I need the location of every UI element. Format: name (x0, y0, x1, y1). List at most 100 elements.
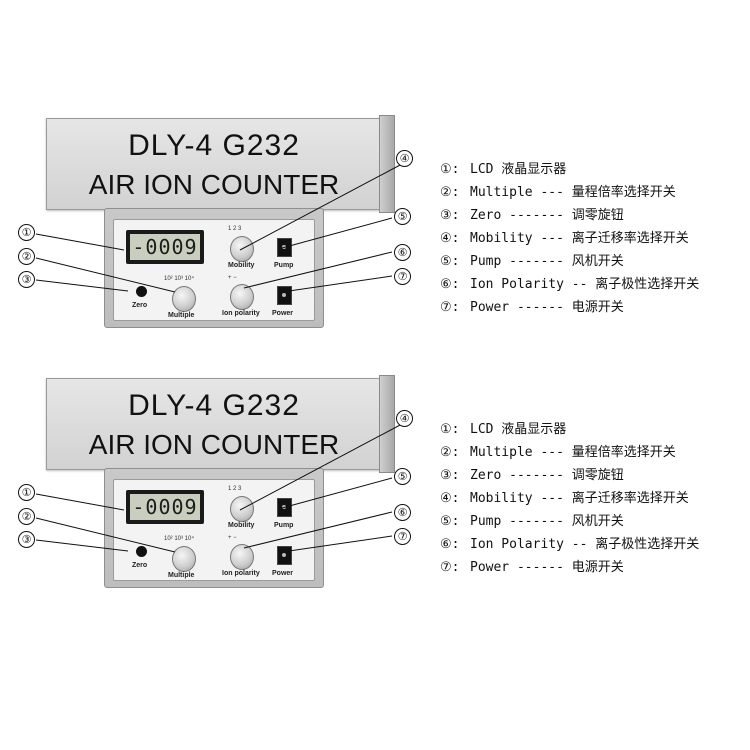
legend-text: Mobility --- 离子迁移率选择开关 (470, 491, 689, 506)
multiple-scale: 10² 10³ 10⁴ (164, 276, 194, 282)
legend-text: Multiple --- 量程倍率选择开关 (470, 445, 676, 460)
model-name: DLY-4 G232 (128, 389, 300, 422)
lcd-reading: -0009 (130, 234, 200, 260)
handle-rail (379, 115, 395, 213)
pump-label: Pump (274, 262, 294, 269)
legend-row: ④: Mobility --- 离子迁移率选择开关 (440, 227, 699, 250)
legend-mark: ①: (440, 422, 460, 437)
zero-knob[interactable] (136, 286, 147, 297)
label-plate: DLY-4 G232 AIR ION COUNTER (46, 115, 395, 213)
zero-label: Zero (132, 302, 148, 309)
handle-rail (379, 375, 395, 473)
ion-polarity-knob[interactable] (230, 544, 254, 570)
legend-text: Mobility --- 离子迁移率选择开关 (470, 231, 689, 246)
callout-7: ⑦ (394, 268, 411, 285)
callout-1: ① (18, 484, 35, 501)
legend-row: ⑤: Pump ------- 风机开关 (440, 510, 699, 533)
legend-mark: ⑥: (440, 277, 460, 292)
callout-3: ③ (18, 271, 35, 288)
legend-text: Ion Polarity -- 离子极性选择开关 (470, 537, 700, 552)
legend-row: ⑥: Ion Polarity -- 离子极性选择开关 (440, 533, 699, 556)
callout-4: ④ (396, 410, 413, 427)
model-name: DLY-4 G232 (128, 129, 300, 162)
legend-text: Pump ------- 风机开关 (470, 254, 624, 269)
callout-6: ⑥ (394, 504, 411, 521)
legend-mark: ④: (440, 491, 460, 506)
legend-text: Ion Polarity -- 离子极性选择开关 (470, 277, 700, 292)
leader-lines (35, 423, 403, 553)
legend-row: ②: Multiple --- 量程倍率选择开关 (440, 441, 699, 464)
zero-label: Zero (132, 562, 148, 569)
zero-knob[interactable] (136, 546, 147, 557)
device-subtitle: AIR ION COUNTER (88, 429, 340, 460)
callout-5: ⑤ (394, 468, 411, 485)
legend-text: LCD 液晶显示器 (470, 162, 567, 177)
legend-mark: ⑤: (440, 514, 460, 529)
multiple-knob[interactable] (172, 286, 196, 312)
callout-1: ① (18, 224, 35, 241)
mobility-label: Mobility (228, 522, 255, 529)
leader-lines (35, 163, 403, 293)
legend-mark: ⑥: (440, 537, 460, 552)
lcd-display: -0009 (126, 230, 204, 264)
mobility-label: Mobility (228, 262, 255, 269)
legend-mark: ①: (440, 162, 460, 177)
legend-mark: ②: (440, 445, 460, 460)
legend-text: LCD 液晶显示器 (470, 422, 567, 437)
multiple-scale: 10² 10³ 10⁴ (164, 536, 194, 542)
pump-label: Pump (274, 522, 294, 529)
legend-text: Power ------ 电源开关 (470, 560, 624, 575)
callout-2: ② (18, 508, 35, 525)
callout-7: ⑦ (394, 528, 411, 545)
legend-row: ⑦: Power ------ 电源开关 (440, 296, 699, 319)
legend-row: ④: Mobility --- 离子迁移率选择开关 (440, 487, 699, 510)
component-legend: ①: LCD 液晶显示器 ②: Multiple --- 量程倍率选择开关 ③: Ze… (440, 158, 699, 319)
power-label: Power (272, 310, 294, 317)
front-panel: -0009 Zero 10² 10³ 10⁴ Multiple 1 2 3 Mo… (113, 219, 315, 321)
callout-2: ② (18, 248, 35, 265)
mobility-scale: 1 2 3 (228, 486, 242, 492)
legend-row: ③: Zero ------- 调零旋钮 (440, 204, 699, 227)
callout-3: ③ (18, 531, 35, 548)
callout-4: ④ (396, 150, 413, 167)
multiple-label: Multiple (168, 572, 195, 579)
legend-mark: ④: (440, 231, 460, 246)
lcd-display: -0009 (126, 490, 204, 524)
legend-row: ①: LCD 液晶显示器 (440, 418, 699, 441)
legend-mark: ③: (440, 468, 460, 483)
legend-mark: ⑦: (440, 560, 460, 575)
ion-polarity-knob[interactable] (230, 284, 254, 310)
legend-row: ⑦: Power ------ 电源开关 (440, 556, 699, 579)
front-panel: -0009 Zero 10² 10³ 10⁴ Multiple 1 2 3 Mo… (113, 479, 315, 581)
legend-text: Zero ------- 调零旋钮 (470, 208, 624, 223)
legend-text: Multiple --- 量程倍率选择开关 (470, 185, 676, 200)
callout-6: ⑥ (394, 244, 411, 261)
multiple-label: Multiple (168, 312, 195, 319)
mobility-knob[interactable] (230, 236, 254, 262)
legend-mark: ⑦: (440, 300, 460, 315)
legend-text: Power ------ 电源开关 (470, 300, 624, 315)
device-body: -0009 Zero 10² 10³ 10⁴ Multiple 1 2 3 Mo… (104, 208, 324, 328)
legend-mark: ②: (440, 185, 460, 200)
polarity-scale: + − (228, 275, 237, 281)
mobility-scale: 1 2 3 (228, 226, 242, 232)
legend-row: ⑥: Ion Polarity -- 离子极性选择开关 (440, 273, 699, 296)
multiple-knob[interactable] (172, 546, 196, 572)
component-legend: ①: LCD 液晶显示器 ②: Multiple --- 量程倍率选择开关 ③: Ze… (440, 418, 699, 579)
legend-text: Pump ------- 风机开关 (470, 514, 624, 529)
lcd-reading: -0009 (130, 494, 200, 520)
ion-polarity-label: Ion polarity (222, 570, 260, 577)
instrument-diagram-top: DLY-4 G232 AIR ION COUNTER -0009 Zero 10… (0, 110, 750, 370)
legend-row: ③: Zero ------- 调零旋钮 (440, 464, 699, 487)
legend-mark: ⑤: (440, 254, 460, 269)
label-plate: DLY-4 G232 AIR ION COUNTER (46, 375, 395, 473)
mobility-knob[interactable] (230, 496, 254, 522)
legend-text: Zero ------- 调零旋钮 (470, 468, 624, 483)
legend-row: ②: Multiple --- 量程倍率选择开关 (440, 181, 699, 204)
ion-polarity-label: Ion polarity (222, 310, 260, 317)
device-subtitle: AIR ION COUNTER (88, 169, 340, 200)
device-body: -0009 Zero 10² 10³ 10⁴ Multiple 1 2 3 Mo… (104, 468, 324, 588)
legend-row: ①: LCD 液晶显示器 (440, 158, 699, 181)
legend-mark: ③: (440, 208, 460, 223)
callout-5: ⑤ (394, 208, 411, 225)
